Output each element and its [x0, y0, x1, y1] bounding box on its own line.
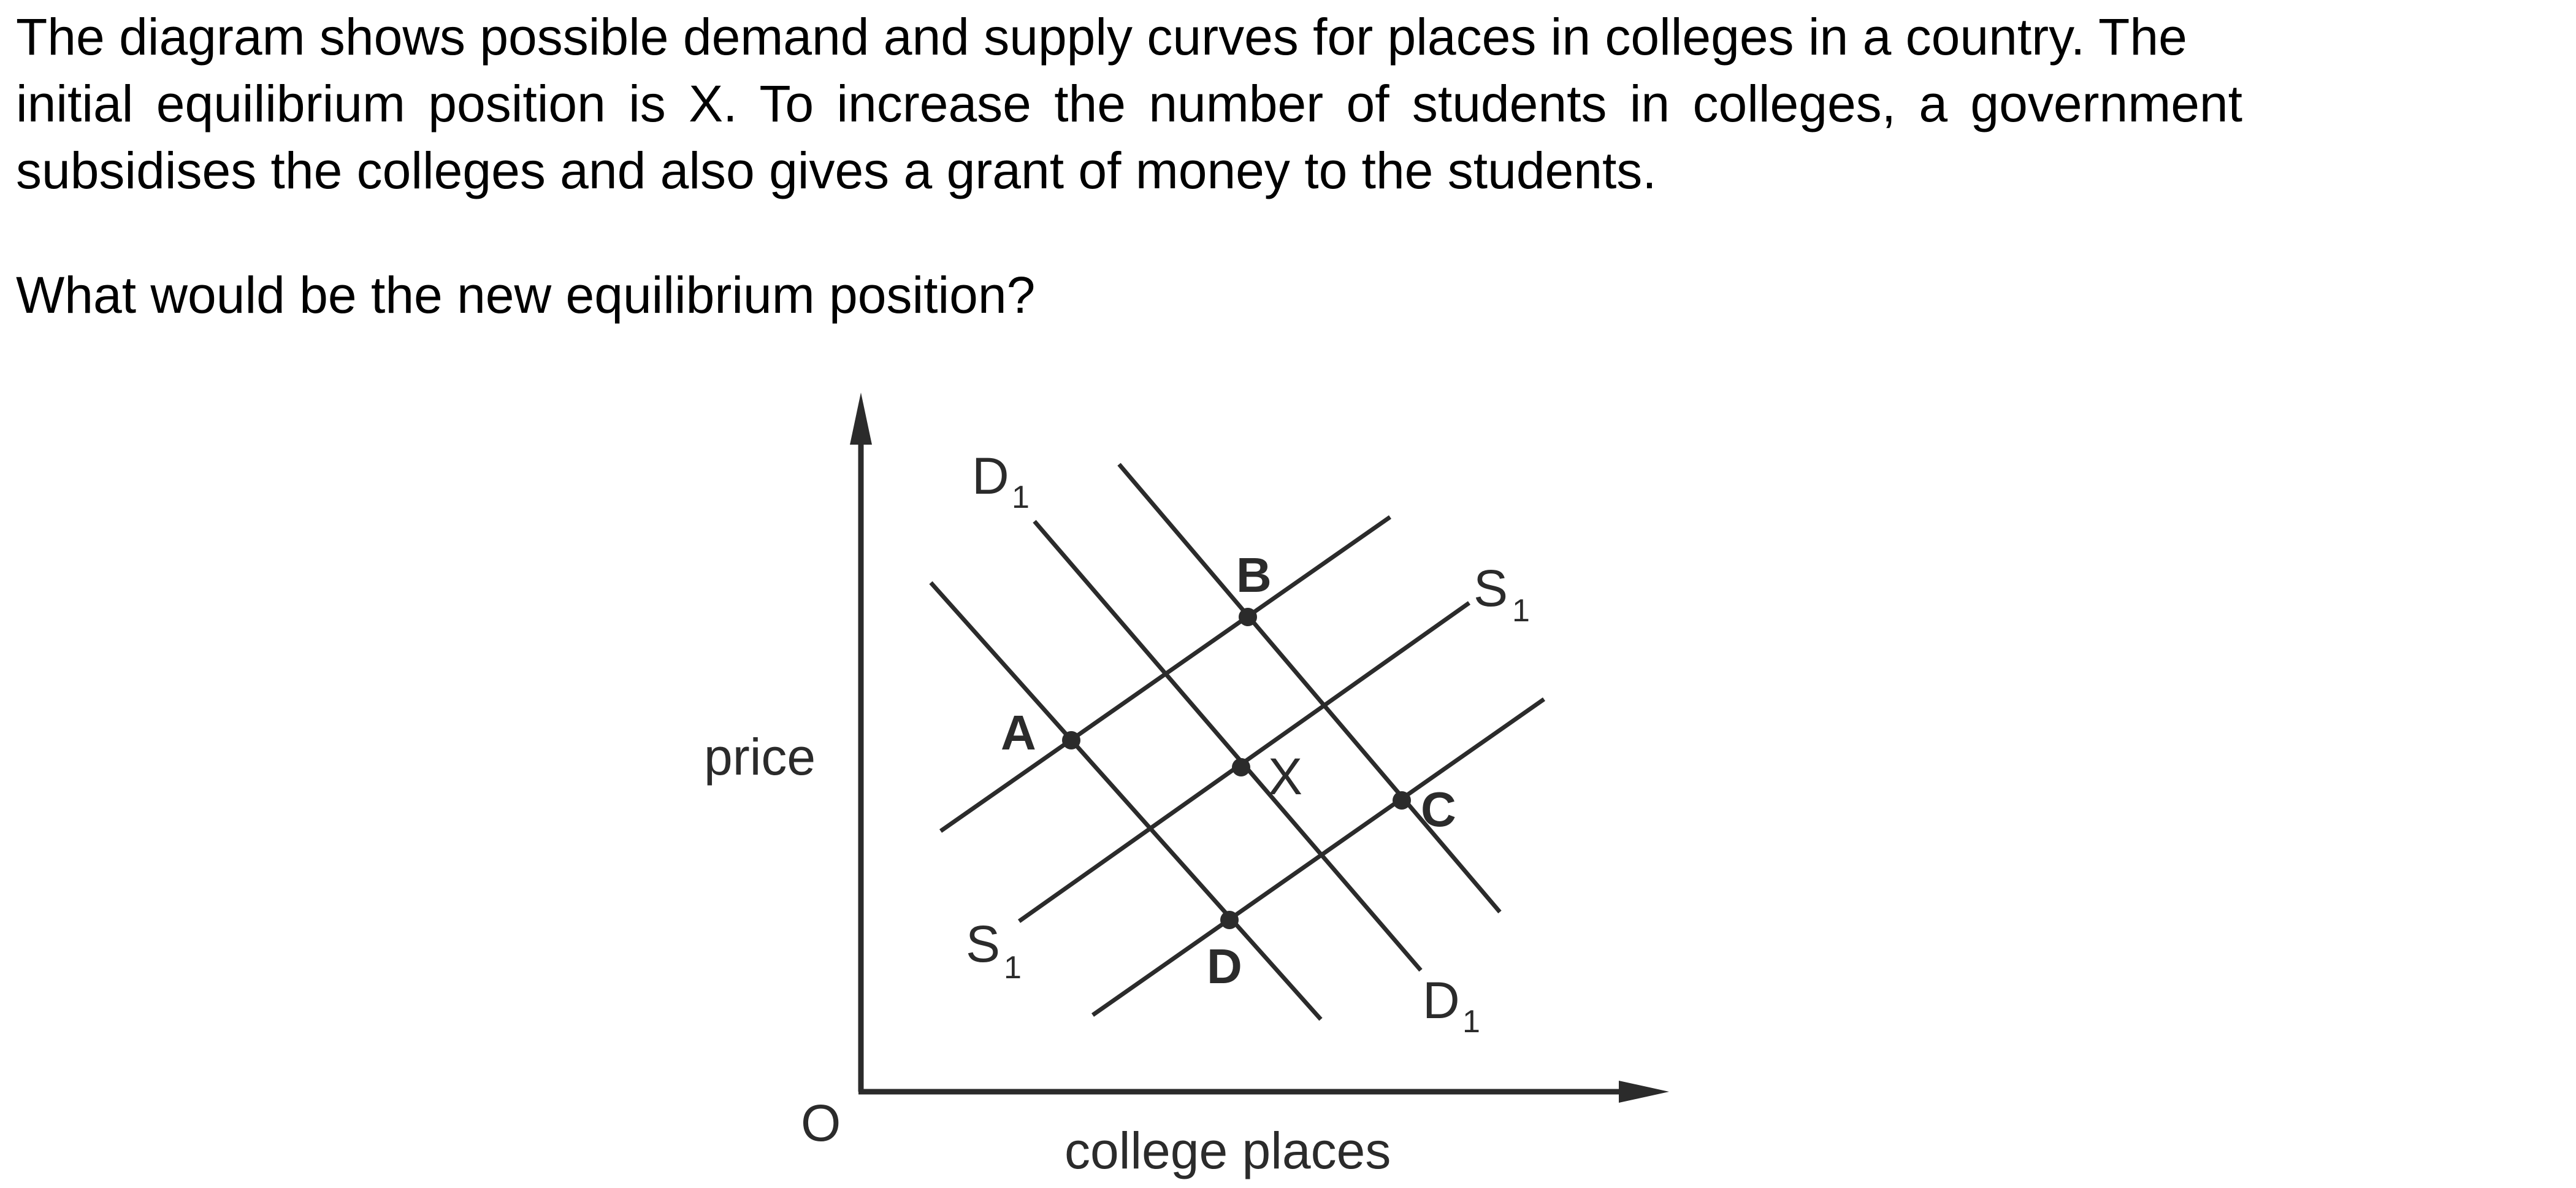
s1-label-right: S: [1473, 559, 1508, 617]
y-axis-arrowhead: [850, 393, 872, 445]
s1-label-left-subscript: 1: [1004, 950, 1022, 986]
question-line-2: initial equilibrium position is X. To in…: [16, 75, 2242, 132]
d1-label-top-subscript: 1: [1012, 480, 1030, 515]
point-a-label: A: [1001, 705, 1036, 760]
x-axis-arrowhead: [1619, 1081, 1669, 1103]
point-b-marker: [1239, 608, 1257, 626]
question-line-1: The diagram shows possible demand and su…: [16, 8, 2187, 66]
point-x-label: X: [1268, 748, 1302, 805]
point-b-label: B: [1236, 548, 1272, 602]
d1-label-top: D: [972, 447, 1009, 505]
demand-curve-left: [929, 581, 1323, 1021]
demand-curve-initial-d1: [1033, 519, 1423, 972]
point-d-label: D: [1207, 939, 1242, 994]
question-line-3: subsidises the colleges and also gives a…: [16, 142, 1657, 199]
origin-label: O: [801, 1094, 841, 1152]
point-c-marker: [1393, 791, 1411, 810]
point-d-marker: [1220, 911, 1239, 929]
x-axis-label: college places: [1064, 1122, 1391, 1179]
question-text: The diagram shows possible demand and su…: [16, 4, 2469, 204]
demand-curve-right: [1117, 462, 1502, 914]
question-prompt: What would be the new equilibrium positi…: [16, 266, 1036, 324]
d1-label-bottom-subscript: 1: [1462, 1004, 1480, 1040]
supply-curve-lower: [1091, 697, 1546, 1017]
point-c-label: C: [1421, 782, 1456, 837]
s1-label-left: S: [966, 915, 1000, 973]
s1-label-right-subscript: 1: [1512, 593, 1530, 629]
y-axis-label: price: [704, 728, 816, 786]
point-a-marker: [1062, 731, 1080, 749]
d1-label-bottom: D: [1423, 971, 1460, 1029]
point-x-marker: [1232, 758, 1250, 776]
supply-curve-upper: [939, 515, 1392, 833]
